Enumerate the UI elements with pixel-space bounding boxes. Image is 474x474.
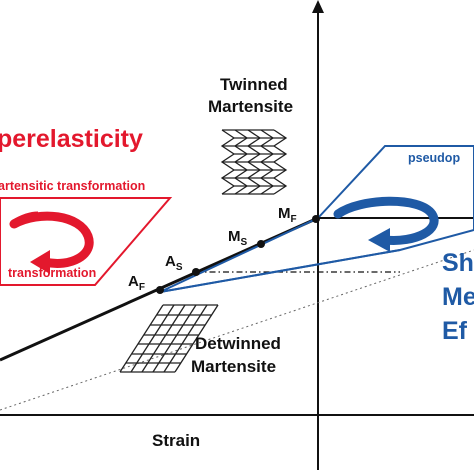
as-label: AS: [165, 253, 183, 273]
blue-lower-edge: [159, 249, 401, 293]
as-point: [192, 268, 200, 276]
detwinned-label-line-2: Martensite: [191, 357, 276, 376]
superelastic-region: [0, 197, 173, 286]
dotted-guide-line: [0, 249, 474, 411]
shape-memory-cycle-arrow-icon: [333, 196, 439, 252]
pseudoplastic-label: pseudop: [408, 151, 460, 165]
temperature-axis-arrowhead: [312, 0, 324, 13]
mf-point: [312, 215, 320, 223]
twinned-label-line-2: Martensite: [208, 97, 293, 116]
ms-label: MS: [228, 228, 248, 248]
ms-point: [257, 240, 265, 248]
shape-memory-line-3: Ef: [442, 317, 468, 345]
twinned-label-line-1: Twinned: [220, 75, 288, 94]
superelastic-cycle-arrow-icon: [9, 211, 94, 274]
superelasticity-title: perelasticity: [0, 125, 143, 153]
strain-axis-label: Strain: [152, 431, 200, 450]
martensitic-transformation-label: artensitic transformation: [0, 179, 145, 193]
detwinned-martensite-lattice-icon: [119, 304, 219, 373]
reverse-transformation-label: transformation: [8, 266, 96, 280]
shape-memory-line-1: Sh: [442, 249, 474, 277]
twinned-martensite-lattice-icon: [220, 129, 288, 195]
shape-memory-line-2: Me: [442, 283, 474, 311]
detwinned-label-line-1: Detwinned: [195, 334, 281, 353]
mf-label: MF: [278, 205, 297, 225]
af-point: [156, 286, 164, 294]
af-label: AF: [128, 273, 145, 293]
